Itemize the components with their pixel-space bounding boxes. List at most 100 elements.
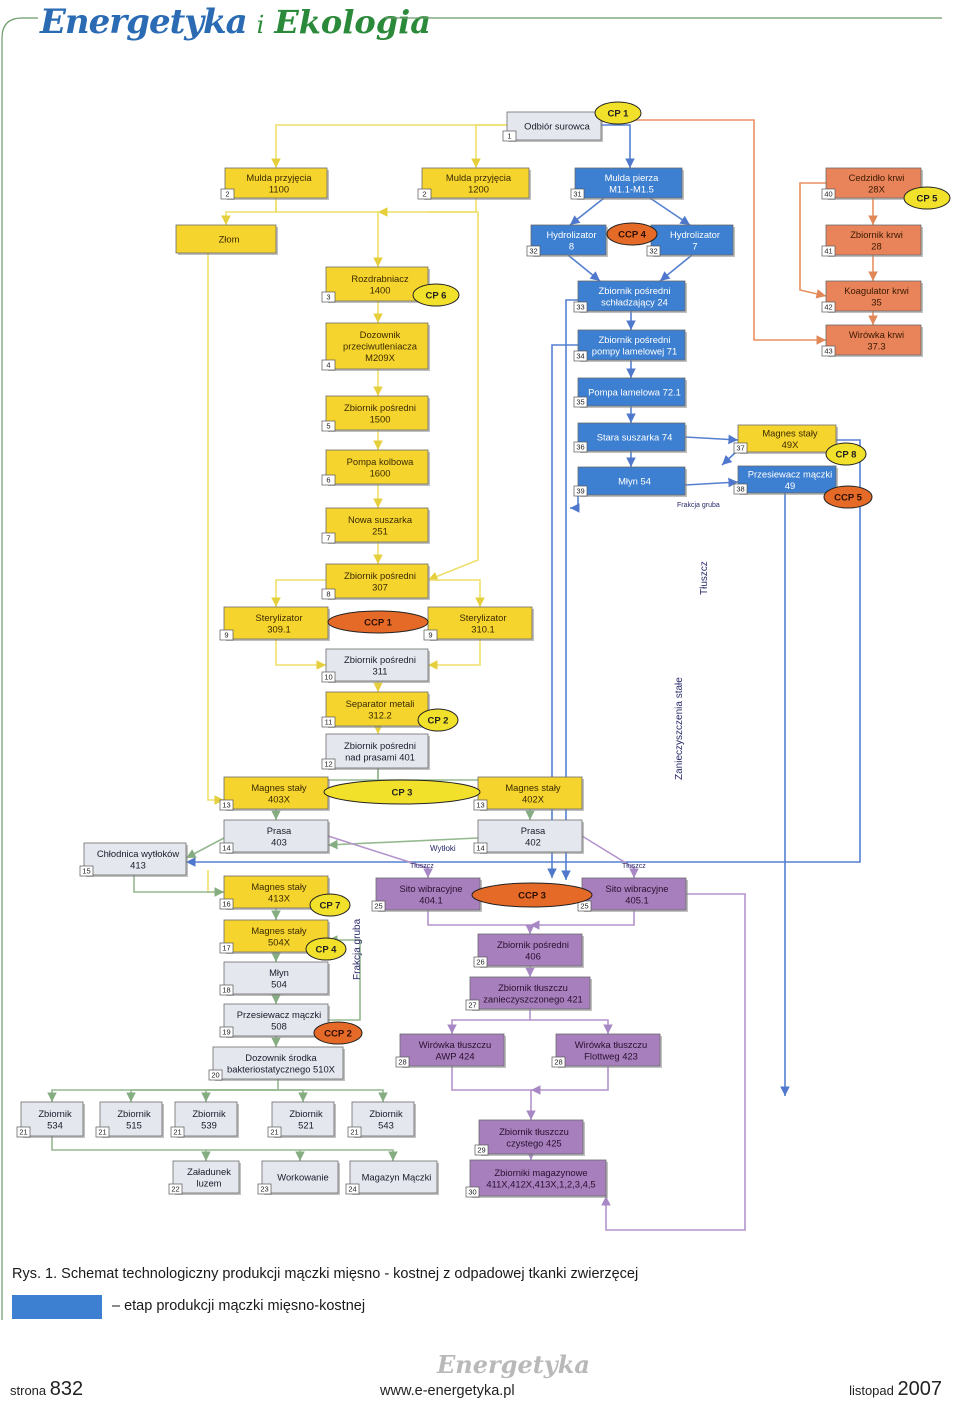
- step-box: [825, 324, 922, 356]
- control-point-cp6: CP 6: [412, 283, 460, 307]
- step-label: Nowa suszarka: [348, 514, 413, 525]
- step-box: [581, 877, 687, 911]
- control-point-oval: [606, 222, 658, 246]
- step-label: 1500: [370, 413, 391, 424]
- step-number-tag: [347, 1126, 362, 1138]
- step-label: M1.1-M1.5: [609, 183, 654, 194]
- process-step-b35: Pompa lamelowa 72.135: [573, 377, 687, 408]
- step-number: 4: [326, 361, 330, 370]
- step-number-tag: [220, 188, 235, 200]
- step-number-tag: [321, 671, 336, 683]
- step-label: 403X: [268, 793, 291, 804]
- step-box: [223, 1003, 329, 1037]
- step-label: zanieczyszczonego 421: [483, 993, 583, 1004]
- step-label: 309.1: [267, 623, 290, 634]
- flow-line-57: [278, 1089, 388, 1102]
- step-box: [223, 819, 329, 853]
- footer-url[interactable]: www.e-energetyka.pl: [380, 1383, 515, 1399]
- step-box: [325, 648, 429, 682]
- step-number-tag: [395, 1056, 410, 1068]
- flow-line-62: [581, 835, 639, 878]
- step-number-tag: [417, 188, 432, 200]
- step-box: [737, 465, 837, 494]
- step-box: [577, 280, 686, 312]
- header-logo: Energetyka i Ekologia: [40, 2, 431, 42]
- step-box: [427, 606, 533, 640]
- step-number: 32: [529, 247, 537, 256]
- step-label: Chłodnica wytłoków: [97, 848, 180, 859]
- step-label: 8: [569, 240, 574, 251]
- flow-line-28: [684, 434, 739, 445]
- control-point-cp7: CP 7: [309, 893, 351, 917]
- step-number: 21: [173, 1128, 181, 1137]
- page-label: strona: [10, 1383, 47, 1398]
- step-box: [325, 563, 429, 599]
- step-number-tag: [821, 301, 836, 313]
- step-label: 411X,412X,413X,1,2,3,4,5: [486, 1178, 595, 1189]
- footer-date: listopad 2007: [849, 1378, 942, 1401]
- step-number-tag: [168, 1183, 183, 1195]
- step-label: Przesiewacz mączki: [748, 468, 832, 479]
- step-label: Przesiewacz mączki: [237, 1009, 321, 1020]
- step-number: 36: [576, 443, 584, 452]
- step-box: [421, 167, 530, 199]
- step-label: czystego 425: [506, 1137, 561, 1148]
- flow-line-18: [207, 870, 224, 897]
- step-label: pompy lamelowej 71: [592, 345, 677, 356]
- step-label: 402: [525, 836, 541, 847]
- step-label: M209X: [365, 352, 395, 363]
- brand-ekologia: Ekologia: [274, 3, 431, 41]
- flow-line-35: [570, 495, 580, 513]
- step-label: Mulda pierza: [605, 172, 659, 183]
- step-label: Zbiornik pośredni: [599, 285, 671, 296]
- step-box: [223, 606, 329, 640]
- step-label: Magnes stały: [251, 881, 307, 892]
- step-number: 21: [19, 1128, 27, 1137]
- step-number: 15: [82, 867, 90, 876]
- flow-lines: [47, 119, 878, 1231]
- step-label: luzem: [196, 1177, 221, 1188]
- step-label: 35: [871, 296, 881, 307]
- step-number: 39: [576, 487, 584, 496]
- step-number-tag: [219, 842, 234, 854]
- step-number: 22: [171, 1185, 179, 1194]
- step-box: [349, 1160, 438, 1194]
- control-point-oval: [313, 1021, 363, 1045]
- flow-line-40: [799, 182, 827, 299]
- step-number-tag: [473, 842, 488, 854]
- step-number-tag: [321, 716, 336, 728]
- step-label: Zbiornik: [369, 1108, 403, 1119]
- step-number: 9: [224, 631, 228, 640]
- control-point-cp4: CP 4: [305, 937, 347, 961]
- flow-label-l1: Frakcja gruba: [677, 502, 720, 509]
- step-number: 32: [649, 247, 657, 256]
- step-number-tag: [526, 245, 541, 257]
- step-label: Złom: [219, 234, 240, 245]
- step-label: Zbiornik: [117, 1108, 151, 1119]
- step-number-tag: [573, 350, 588, 362]
- step-number: 17: [222, 944, 230, 953]
- step-number-tag: [423, 629, 438, 641]
- step-label: Zbiornik tłuszczu: [498, 982, 568, 993]
- flow-line-4: [378, 198, 477, 217]
- step-label: Sterylizator: [256, 612, 303, 623]
- step-label: 1400: [370, 284, 391, 295]
- step-number: 14: [222, 844, 230, 853]
- step-box: [825, 280, 922, 312]
